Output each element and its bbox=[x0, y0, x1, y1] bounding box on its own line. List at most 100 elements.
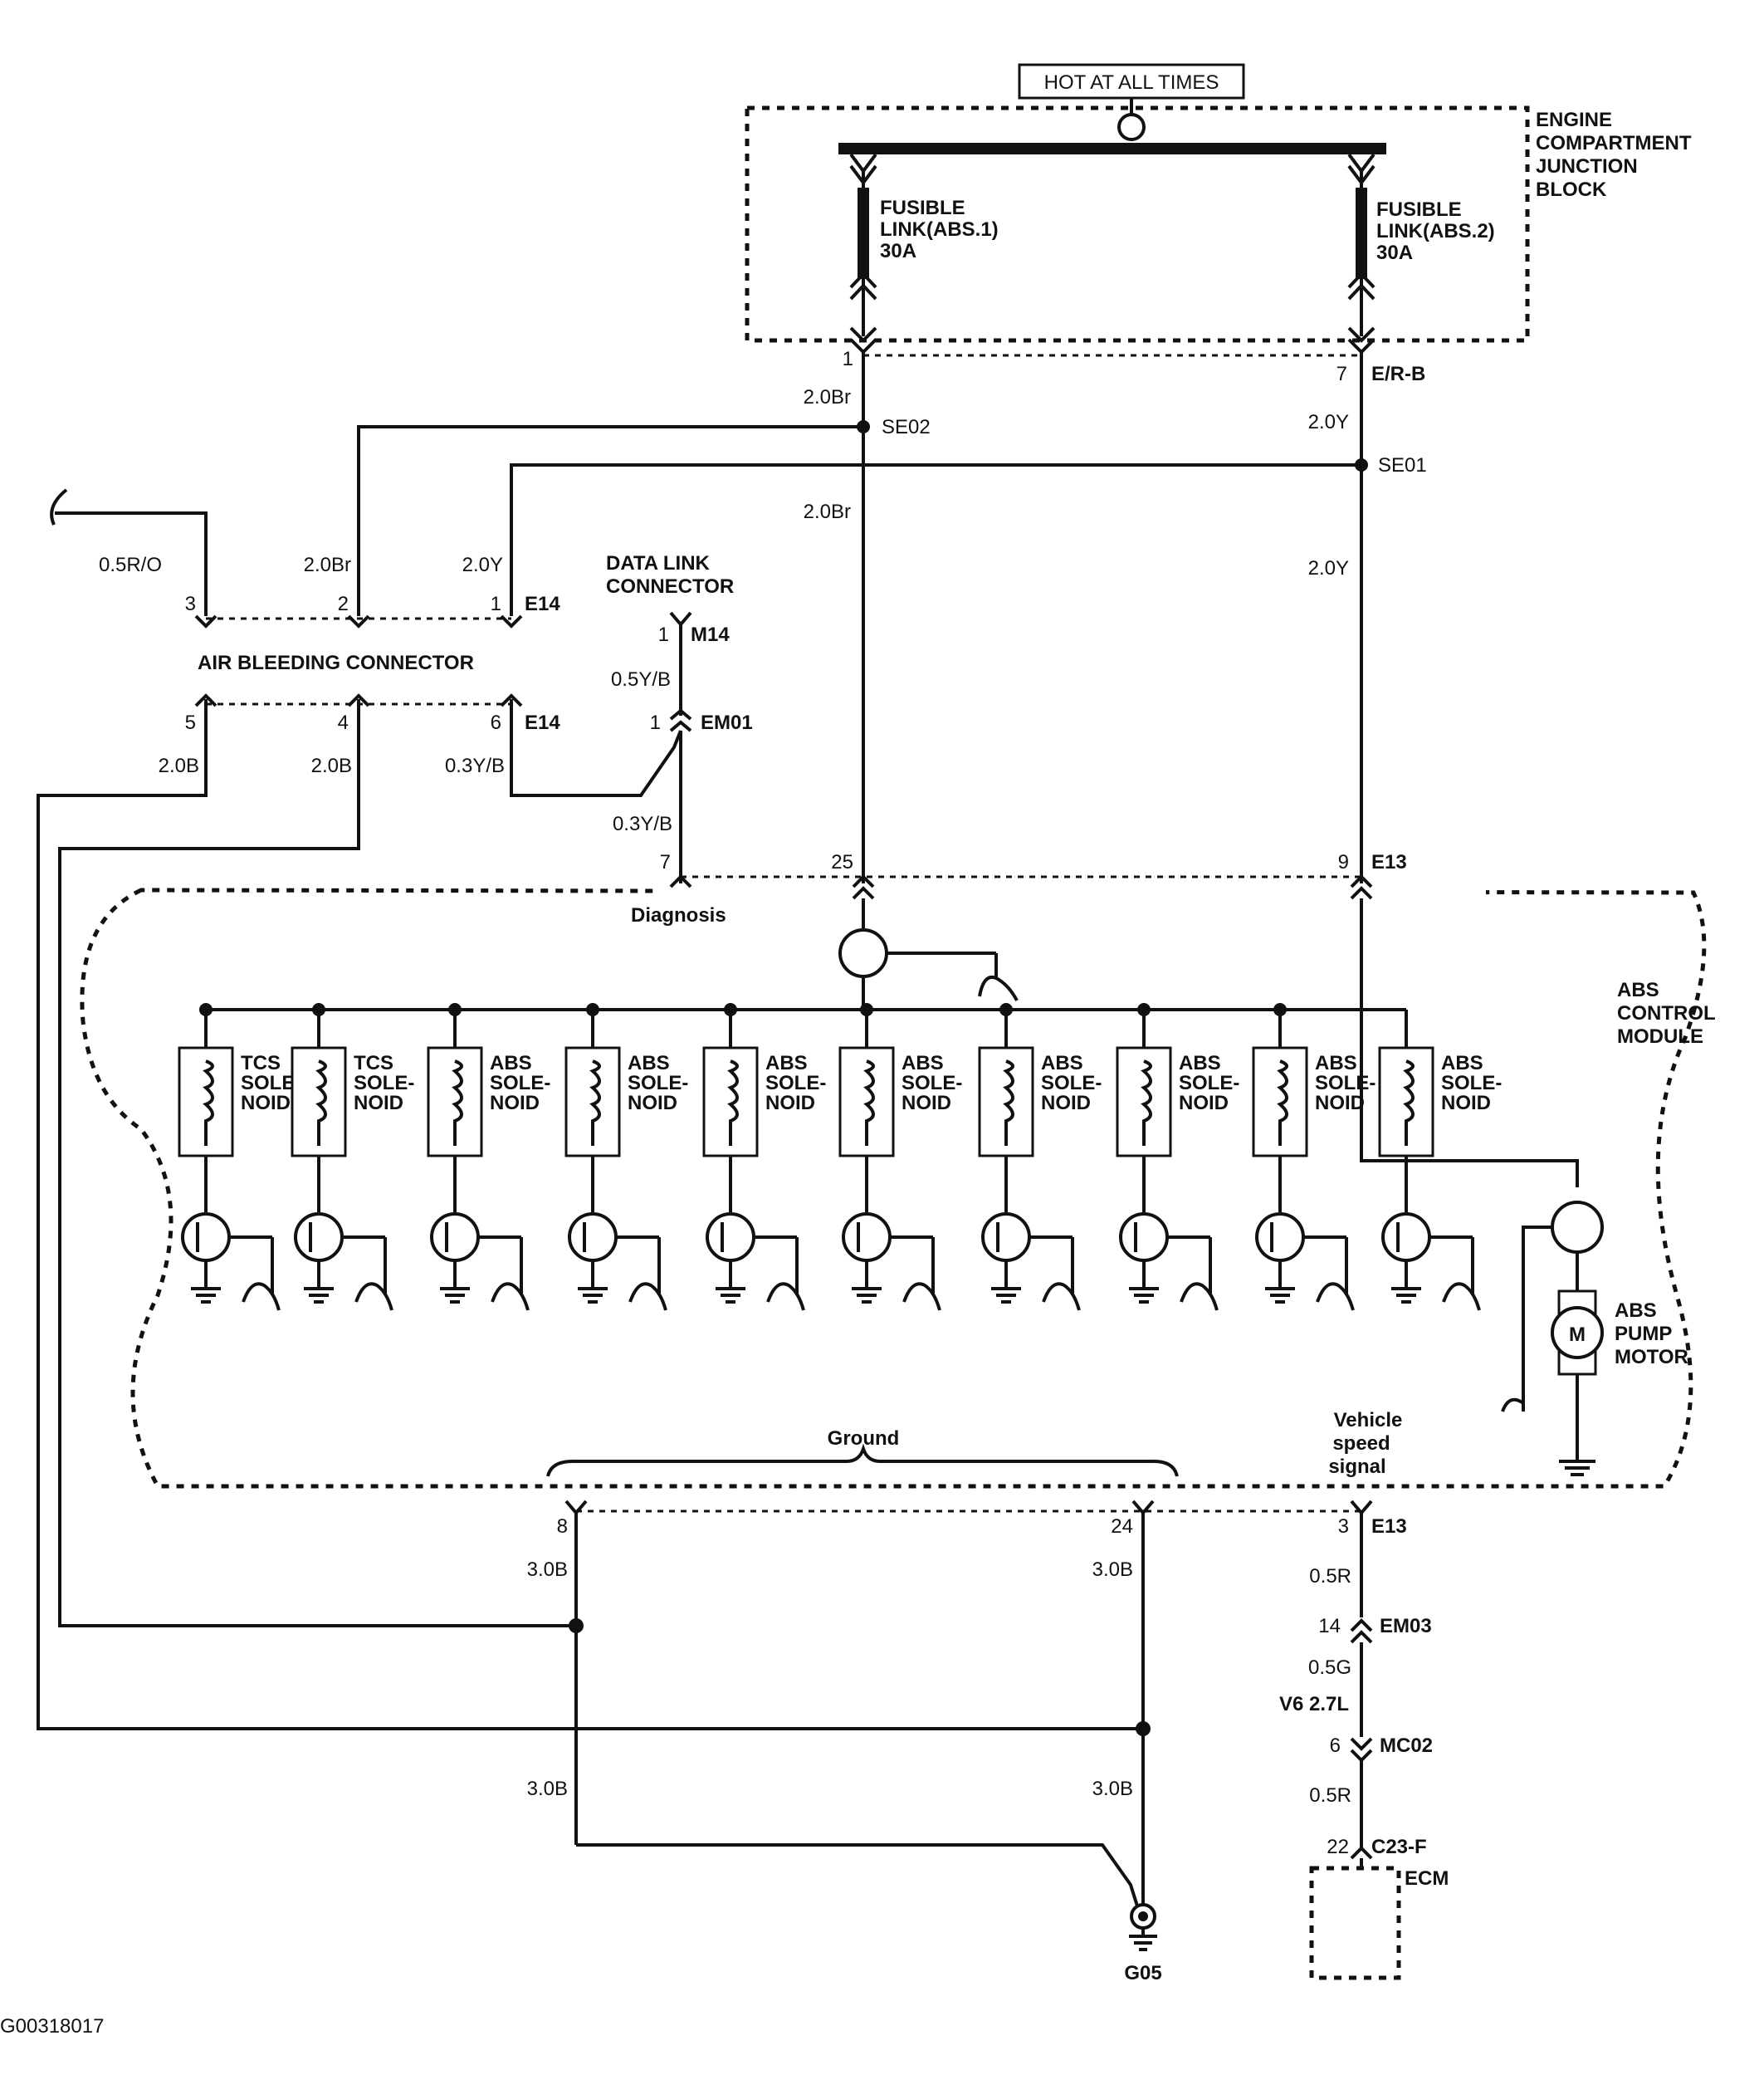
mod-bottom-conn: E13 bbox=[1371, 1515, 1407, 1538]
solenoid-label: TCS bbox=[354, 1052, 393, 1074]
module-label-2: CONTROL bbox=[1617, 1002, 1716, 1025]
vss-wiring: 0.5R 14 EM03 0.5G V6 2.7L 6 MC02 0.5R 22… bbox=[1279, 1513, 1449, 1980]
jb-label-3: JUNCTION bbox=[1536, 155, 1638, 178]
vss-label-3: signal bbox=[1328, 1456, 1385, 1478]
power-source-circle bbox=[1117, 113, 1146, 141]
ground-point-label: G05 bbox=[1124, 1962, 1161, 1984]
wire-b4: 2.0B bbox=[311, 755, 352, 777]
diagnosis-label: Diagnosis bbox=[631, 904, 726, 927]
fusible-link-abs2: FUSIBLE LINK(ABS.2) 30A bbox=[1347, 153, 1495, 355]
coil-icon bbox=[1141, 1059, 1152, 1146]
dlc-label-2: CONNECTOR bbox=[606, 575, 734, 598]
wire-g8-top: 3.0B bbox=[527, 1558, 568, 1581]
solenoid-label: NOID bbox=[354, 1092, 403, 1114]
solenoid-label: ABS bbox=[490, 1052, 532, 1074]
module-label-3: MODULE bbox=[1617, 1025, 1703, 1048]
solenoid-label: NOID bbox=[1041, 1092, 1091, 1114]
mod-pin-3: 3 bbox=[1338, 1515, 1349, 1538]
solenoid-label: TCS bbox=[241, 1052, 281, 1074]
fl2-line1: FUSIBLE bbox=[1376, 198, 1462, 221]
abc-top-conn: E14 bbox=[525, 593, 560, 615]
jb-connector: E/R-B bbox=[1371, 363, 1425, 385]
coil-icon bbox=[1003, 1059, 1014, 1146]
pump-label-2: PUMP bbox=[1615, 1323, 1672, 1345]
figure-id: G00318017 bbox=[0, 2015, 104, 2038]
solenoid-label: NOID bbox=[1179, 1092, 1229, 1114]
coil-icon bbox=[1277, 1059, 1288, 1146]
mod-top-conn: E13 bbox=[1371, 851, 1407, 873]
supply-transistor bbox=[838, 928, 888, 978]
vss-label-1: Vehicle bbox=[1334, 1409, 1403, 1431]
fl1-line1: FUSIBLE bbox=[880, 197, 965, 219]
driver-transistor bbox=[981, 1212, 1031, 1262]
fl1-line3: 30A bbox=[880, 240, 916, 262]
solenoid-label: SOLE- bbox=[1441, 1072, 1502, 1094]
mc02-pin: 6 bbox=[1330, 1734, 1341, 1757]
power-wires: 2.0Br 2.0Y 2.0Br 2.0Y SE02 SE01 bbox=[357, 352, 1427, 887]
solenoid-label: ABS bbox=[1315, 1052, 1357, 1074]
wire-br-mid: 2.0Br bbox=[804, 501, 851, 523]
splice-ground-b bbox=[1136, 1721, 1151, 1736]
coil-icon bbox=[315, 1059, 327, 1146]
mod-pin-8: 8 bbox=[557, 1515, 568, 1538]
driver-transistor bbox=[842, 1212, 892, 1262]
driver-transistor bbox=[181, 1212, 231, 1262]
jb-label-2: COMPARTMENT bbox=[1536, 132, 1692, 154]
jb-pin-7: 7 bbox=[1336, 363, 1347, 385]
solenoid-label: SOLE- bbox=[765, 1072, 826, 1094]
junction-block: HOT AT ALL TIMES ENGINE COMPARTMENT JUNC… bbox=[745, 63, 1692, 385]
ground-wiring: 8 24 3 E13 3.0B 3.0B 3.0B 3.0B G05 bbox=[527, 1500, 1407, 1984]
coil-icon bbox=[203, 1059, 214, 1146]
driver-transistor bbox=[1119, 1212, 1169, 1262]
solenoid-label: NOID bbox=[765, 1092, 815, 1114]
em03-pin: 14 bbox=[1318, 1615, 1341, 1637]
pump-transistor bbox=[1551, 1201, 1604, 1254]
mod-pin-9: 9 bbox=[1338, 851, 1349, 873]
wire-y-abc: 2.0Y bbox=[462, 554, 503, 576]
wire-ro: 0.5R/O bbox=[99, 554, 162, 576]
driver-transistor bbox=[294, 1212, 344, 1262]
solenoid-label: NOID bbox=[902, 1092, 951, 1114]
splice-se02-label: SE02 bbox=[882, 416, 931, 438]
solenoid-label: ABS bbox=[765, 1052, 808, 1074]
mod-pin-24: 24 bbox=[1111, 1515, 1133, 1538]
splice-se01-label: SE01 bbox=[1378, 454, 1427, 477]
driver-transistor bbox=[1381, 1212, 1431, 1262]
abc-pin-3: 3 bbox=[185, 593, 196, 615]
bus-bar bbox=[838, 143, 1386, 154]
driver-transistor bbox=[430, 1212, 480, 1262]
solenoid-label: SOLE- bbox=[1041, 1072, 1102, 1094]
em03-conn: EM03 bbox=[1380, 1615, 1432, 1637]
c23-conn: C23-F bbox=[1371, 1836, 1427, 1858]
wire-r1: 0.5R bbox=[1309, 1565, 1351, 1588]
solenoid-label: ABS bbox=[1041, 1052, 1083, 1074]
em01-pin-1: 1 bbox=[650, 712, 661, 734]
solenoid-label: SOLE- bbox=[490, 1072, 550, 1094]
coil-icon bbox=[1403, 1059, 1415, 1146]
fl1-line2: LINK(ABS.1) bbox=[880, 218, 999, 241]
pump-label-1: ABS bbox=[1615, 1299, 1657, 1322]
solenoid-label: NOID bbox=[241, 1092, 291, 1114]
wire-r2: 0.5R bbox=[1309, 1784, 1351, 1807]
jb-pin-1: 1 bbox=[843, 348, 853, 370]
wire-yb-dlc: 0.5Y/B bbox=[611, 668, 671, 691]
wire-g8-bot: 3.0B bbox=[527, 1778, 568, 1800]
fl2-line2: LINK(ABS.2) bbox=[1376, 220, 1495, 242]
solenoid-label: ABS bbox=[902, 1052, 944, 1074]
driver-transistor bbox=[706, 1212, 755, 1262]
solenoid-label: SOLE- bbox=[1179, 1072, 1239, 1094]
mc02-conn: MC02 bbox=[1380, 1734, 1433, 1757]
solenoid-label: ABS bbox=[1179, 1052, 1221, 1074]
vss-label-2: speed bbox=[1332, 1432, 1390, 1455]
wire-y-mid: 2.0Y bbox=[1308, 557, 1349, 580]
abc-pin-5: 5 bbox=[185, 712, 196, 734]
engine-label: V6 2.7L bbox=[1279, 1693, 1349, 1715]
